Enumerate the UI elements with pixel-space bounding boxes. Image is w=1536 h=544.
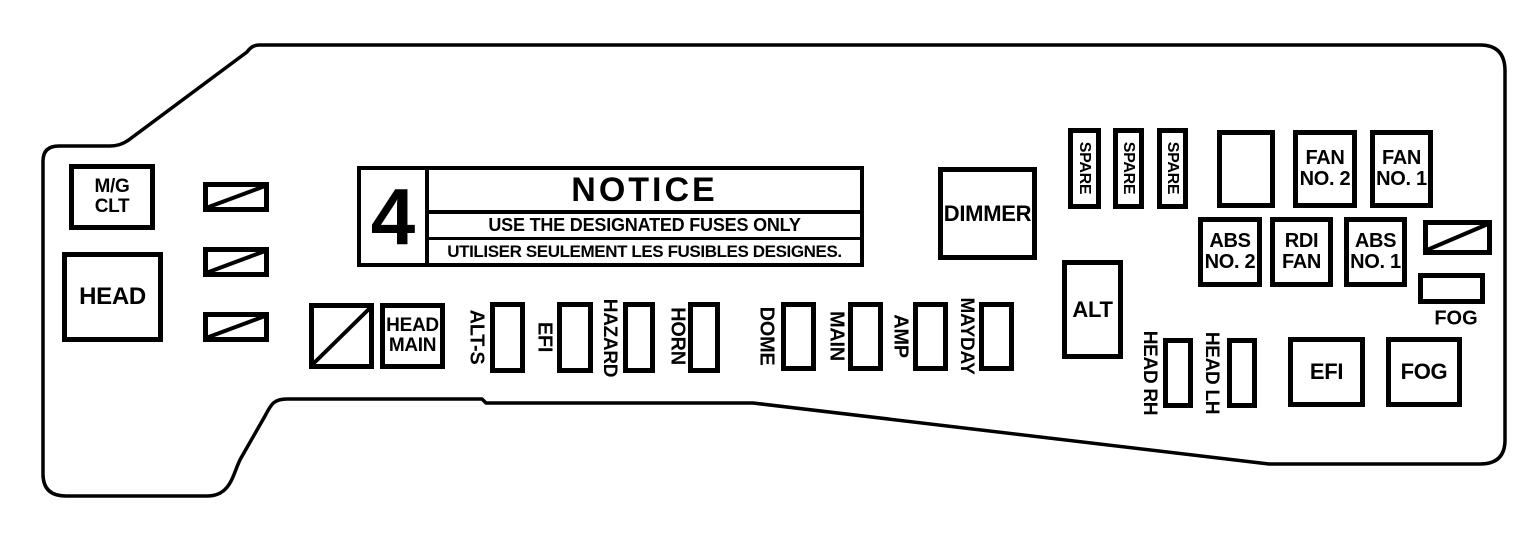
relay-rdi-fan: RDI FAN [1270, 217, 1333, 287]
figure-number: 4 [361, 170, 429, 263]
notice-text-rows: NOTICE USE THE DESIGNATED FUSES ONLY UTI… [429, 170, 860, 263]
fuse-mg-clt: M/G CLT [69, 164, 155, 230]
notice-plate: 4 NOTICE USE THE DESIGNATED FUSES ONLY U… [357, 166, 864, 267]
notice-line-french: UTILISER SEULEMENT LES FUSIBLES DESIGNES… [447, 241, 842, 261]
fuse-head-main: HEAD MAIN [380, 303, 445, 369]
unused-slot-icon [203, 247, 269, 277]
fuse-slot-efi [557, 302, 593, 373]
relay-fan-no2: FAN NO. 2 [1293, 130, 1357, 208]
fuse-slot-head-lh [1227, 338, 1257, 408]
unused-slot-icon [203, 312, 269, 342]
fuse-slot-head-rh [1163, 338, 1193, 408]
fuse-slot-spare-1 [1068, 128, 1101, 209]
fuse-label-head-lh: HEAD LH [1201, 331, 1222, 415]
fuse-slot-main [848, 302, 883, 371]
fuse-head: HEAD [62, 252, 163, 342]
relay-abs-no2: ABS NO. 2 [1198, 217, 1262, 287]
fuse-label-head-rh: HEAD RH [1139, 330, 1160, 416]
notice-title: NOTICE [429, 170, 860, 214]
enclosure-path [41, 43, 1507, 498]
relay-fan-no1: FAN NO. 1 [1370, 130, 1433, 208]
fuse-slot-mayday [979, 302, 1014, 371]
fuse-slot-horn [688, 302, 720, 373]
fog-connector-slot [1418, 273, 1485, 304]
fuse-slot-spare-2 [1113, 128, 1144, 209]
relay-blank [1217, 130, 1275, 208]
notice-line-english: USE THE DESIGNATED FUSES ONLY [429, 214, 860, 240]
fuse-label-spare-1: SPARE [1076, 141, 1093, 195]
fuse-slot-spare-3 [1157, 128, 1188, 209]
fuse-label-hazard: HAZARD [599, 298, 620, 378]
fog-connector-label: FOG [1434, 307, 1478, 330]
fuse-label-dome: DOME [755, 306, 778, 366]
fuse-slot-dome [781, 302, 816, 371]
fuse-label-amp: AMP [889, 314, 912, 358]
fuse-label-spare-2: SPARE [1120, 141, 1137, 195]
unused-slot-icon [203, 182, 269, 212]
fuse-label-mayday: MAYDAY [956, 297, 977, 375]
fuse-slot-hazard [623, 302, 655, 373]
unused-slot-icon [309, 303, 374, 369]
fuse-slot-amp [913, 302, 948, 371]
relay-fog: FOG [1386, 337, 1462, 407]
fuse-label-efi: EFI [533, 321, 556, 353]
fuse-label-main: MAIN [825, 311, 848, 361]
fuse-label-horn: HORN [666, 307, 689, 365]
relay-efi: EFI [1288, 337, 1365, 407]
fuse-label-alt-s: ALT-S [465, 309, 488, 365]
unused-slot-icon [1423, 220, 1492, 255]
relay-dimmer: DIMMER [938, 167, 1037, 260]
fuse-slot-alt-s [490, 302, 525, 373]
relay-alt: ALT [1062, 260, 1123, 359]
fuse-label-spare-3: SPARE [1164, 141, 1181, 195]
relay-abs-no1: ABS NO. 1 [1344, 217, 1407, 287]
